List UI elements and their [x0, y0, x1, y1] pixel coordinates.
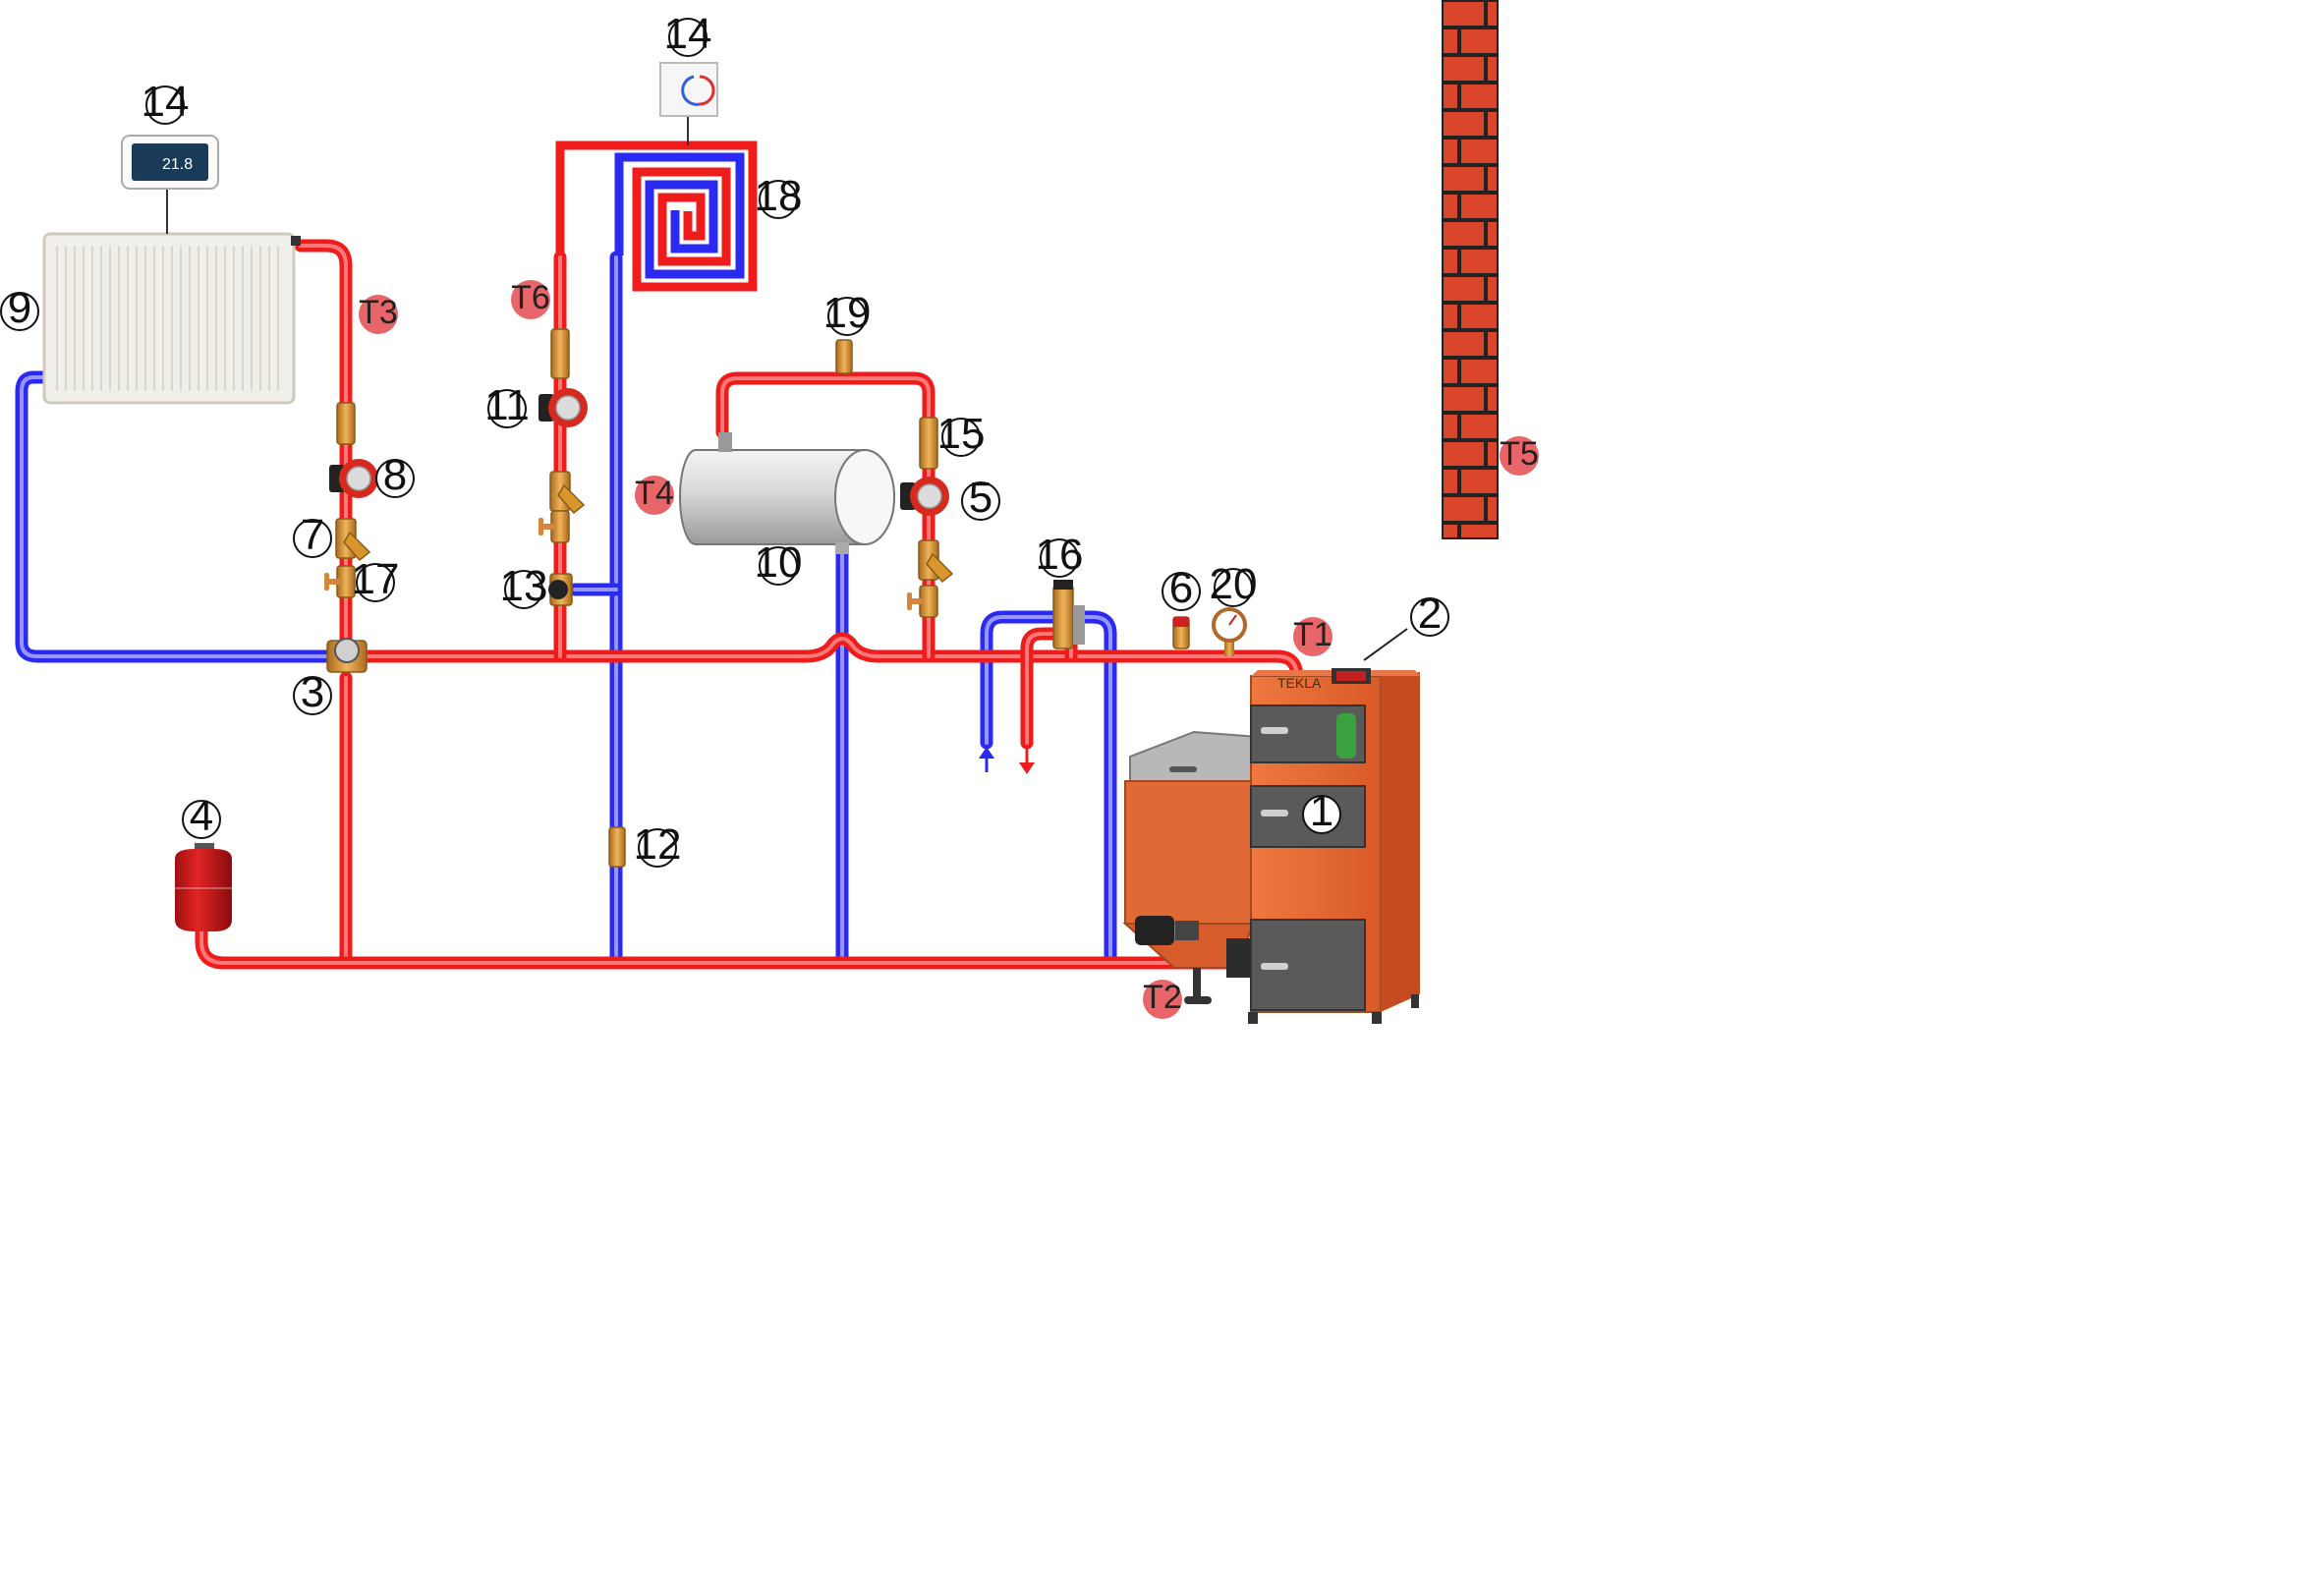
safety-valve — [1172, 616, 1190, 649]
sensor-text-t4: T4 — [635, 475, 674, 512]
pipe-network — [15, 239, 1304, 970]
dhw-cold-pipe — [980, 610, 1117, 965]
strainer-icon — [549, 471, 586, 515]
label-text-n17: 17 — [352, 555, 400, 603]
floor-heating-loop — [555, 141, 758, 292]
label-n20: 20 — [1210, 560, 1258, 608]
cold-inlet-arrow-icon — [979, 747, 994, 772]
label-n3: 3 — [293, 668, 332, 716]
sensor-t1: T1 — [1293, 616, 1332, 656]
fittings — [324, 328, 1247, 868]
expansion-vessel — [175, 843, 232, 931]
label-n8: 8 — [375, 451, 415, 499]
label-text-n1: 1 — [1310, 787, 1333, 835]
circulation-pump-icon — [329, 459, 378, 498]
label-n15: 15 — [937, 410, 986, 458]
supply-main-pipe — [327, 632, 1304, 685]
label-text-n6: 6 — [1169, 564, 1193, 612]
ball-valve-icon[interactable] — [538, 510, 570, 543]
label-n12: 12 — [634, 820, 682, 869]
coupling-radiator — [336, 402, 356, 445]
room-panel-temp: 21.8 — [162, 156, 193, 173]
radiator-return-pipe — [15, 370, 341, 663]
sensor-text-t5: T5 — [1500, 435, 1539, 473]
label-n6: 6 — [1162, 564, 1201, 612]
sensor-t5: T5 — [1500, 435, 1539, 476]
coupling-floor — [550, 328, 570, 379]
label-n17: 17 — [352, 555, 400, 603]
strainer-icon — [335, 518, 371, 562]
label-text-n2: 2 — [1418, 590, 1442, 638]
label-text-n20: 20 — [1210, 560, 1258, 608]
label-n1: 1 — [1302, 787, 1341, 835]
label-n13: 13 — [500, 562, 548, 610]
label-n9: 9 — [0, 284, 39, 332]
label-text-n14_floor: 14 — [664, 10, 712, 58]
label-n14_room: 14 — [142, 78, 190, 126]
label-n4: 4 — [182, 792, 221, 840]
sensor-text-t3: T3 — [359, 294, 398, 331]
sensor-text-t1: T1 — [1293, 616, 1332, 653]
boiler: TEKLA — [1122, 668, 1420, 1024]
coupling-return-12 — [608, 826, 626, 868]
sensor-t6: T6 — [511, 279, 550, 319]
air-vent-icon — [835, 339, 853, 374]
return-main-pipe — [195, 925, 1240, 970]
sensor-t3: T3 — [359, 294, 398, 334]
label-text-n16: 16 — [1036, 531, 1084, 579]
label-n14_floor: 14 — [664, 10, 712, 58]
room-panel[interactable]: 21.8 — [121, 135, 219, 234]
label-text-n12: 12 — [634, 820, 682, 869]
label-text-n4: 4 — [190, 792, 213, 840]
ball-valve-icon[interactable] — [324, 565, 356, 598]
sensor-t2: T2 — [1143, 979, 1182, 1019]
dhw-hot-pipe — [1020, 627, 1078, 750]
label-text-n11: 11 — [484, 381, 530, 429]
label-text-n9: 9 — [8, 284, 31, 332]
buffer-tank — [679, 432, 895, 554]
label-n16: 16 — [1036, 531, 1084, 579]
boiler-brand: TEKLA — [1277, 675, 1322, 691]
tank-supply-pipe — [715, 371, 935, 663]
label-n19: 19 — [823, 289, 872, 337]
floor-thermostat[interactable] — [659, 62, 718, 145]
label-text-n7: 7 — [301, 511, 324, 559]
chimney-wall — [1442, 0, 1499, 539]
sensor-text-t6: T6 — [511, 279, 550, 316]
label-2-leader — [1363, 628, 1408, 661]
safety-valve-group — [1052, 580, 1085, 649]
label-n11: 11 — [484, 381, 530, 429]
label-n10: 10 — [755, 538, 803, 587]
strainer-icon — [918, 539, 954, 584]
pressure-gauge-icon — [1212, 607, 1247, 656]
label-text-n10: 10 — [755, 538, 803, 587]
sensor-text-t2: T2 — [1143, 979, 1182, 1016]
label-text-n3: 3 — [301, 668, 324, 716]
label-text-n13: 13 — [500, 562, 548, 610]
radiator — [42, 232, 301, 405]
label-text-n8: 8 — [383, 451, 407, 499]
sensor-t4: T4 — [635, 475, 674, 515]
label-text-n15: 15 — [937, 410, 986, 458]
label-text-n14_room: 14 — [142, 78, 190, 126]
hot-outlet-arrow-icon — [1019, 749, 1035, 774]
label-text-n18: 18 — [755, 172, 803, 220]
radiator-supply-pipe — [294, 239, 353, 663]
label-n2: 2 — [1410, 590, 1449, 638]
circulation-pump-icon — [900, 477, 949, 516]
label-text-n5: 5 — [969, 474, 992, 522]
label-n7: 7 — [293, 511, 332, 559]
label-n18: 18 — [755, 172, 803, 220]
ball-valve-icon[interactable] — [907, 585, 938, 618]
label-text-n19: 19 — [823, 289, 872, 337]
coupling-tank — [919, 417, 938, 470]
room-thermostat-icon — [659, 62, 718, 117]
label-n5: 5 — [961, 474, 1000, 522]
circulation-pump-icon — [538, 388, 588, 427]
three-way-valve[interactable] — [326, 638, 368, 673]
